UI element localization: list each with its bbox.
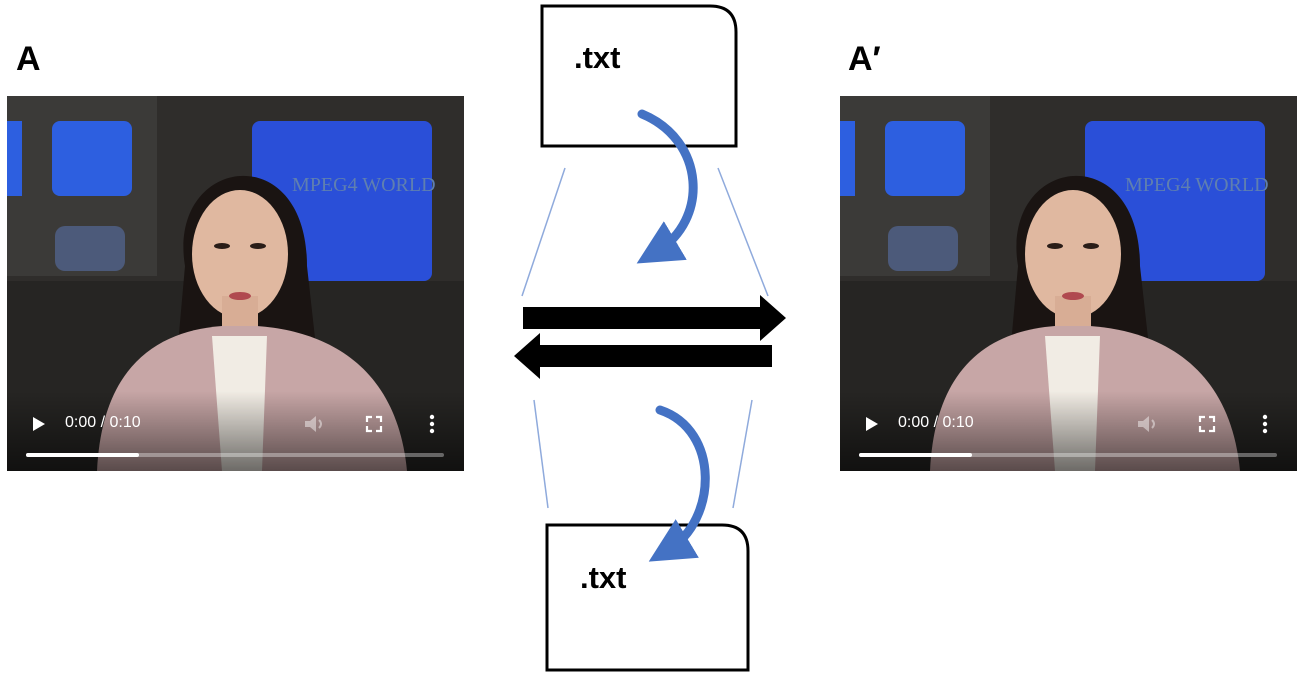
screen-text: MPEG4 WORLD bbox=[292, 174, 436, 196]
play-icon[interactable] bbox=[862, 414, 882, 434]
screen-text: MPEG4 WORLD bbox=[1125, 174, 1269, 196]
video-frame-newscaster: MPEG4 WORLD bbox=[7, 96, 464, 471]
video-controls: 0:00 / 0:10 bbox=[7, 391, 464, 471]
arrow-right bbox=[523, 295, 786, 341]
fullscreen-icon[interactable] bbox=[364, 414, 384, 434]
progress-fill bbox=[859, 453, 972, 457]
play-icon[interactable] bbox=[29, 414, 49, 434]
curved-arrow-extract bbox=[648, 405, 710, 562]
txt-file-box-bottom bbox=[545, 523, 750, 672]
fullscreen-icon[interactable] bbox=[1197, 414, 1217, 434]
video-player-watermarked[interactable]: MPEG4 WORLD 0:00 / 0:10 bbox=[840, 96, 1297, 471]
curved-arrow-embed bbox=[636, 109, 698, 264]
panel-label-a-prime: A′ bbox=[848, 40, 881, 78]
progress-bar[interactable] bbox=[26, 453, 444, 457]
connector-line bbox=[717, 167, 769, 297]
connector-line bbox=[533, 399, 549, 509]
panel-label-a: A bbox=[16, 40, 41, 78]
progress-fill bbox=[26, 453, 139, 457]
progress-bar[interactable] bbox=[859, 453, 1277, 457]
volume-icon[interactable] bbox=[302, 413, 326, 435]
txt-file-box-top bbox=[540, 4, 738, 148]
video-controls: 0:00 / 0:10 bbox=[840, 391, 1297, 471]
time-display: 0:00 / 0:10 bbox=[898, 414, 974, 431]
txt-file-label-top: .txt bbox=[574, 40, 621, 75]
connector-line bbox=[732, 399, 753, 509]
txt-file-label-bottom: .txt bbox=[580, 560, 627, 595]
more-vert-icon[interactable] bbox=[1260, 413, 1270, 435]
connector-line bbox=[521, 167, 566, 297]
time-display: 0:00 / 0:10 bbox=[65, 414, 141, 431]
more-vert-icon[interactable] bbox=[427, 413, 437, 435]
video-player-original[interactable]: MPEG4 WORLD 0:00 / 0:10 bbox=[7, 96, 464, 471]
arrow-left bbox=[514, 333, 772, 379]
volume-icon[interactable] bbox=[1135, 413, 1159, 435]
